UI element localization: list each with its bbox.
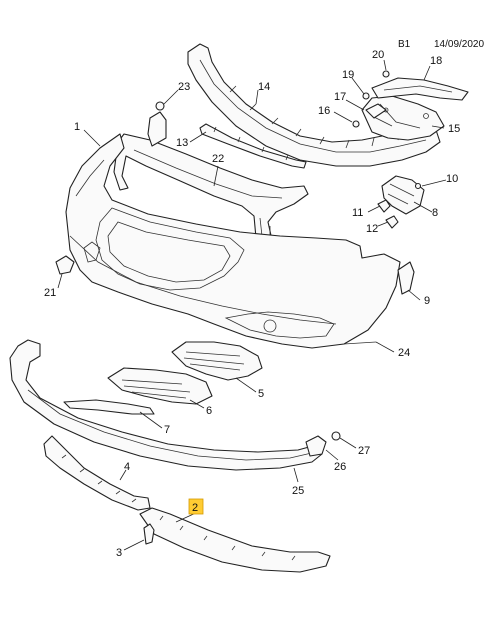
callout-1[interactable]: 1 (74, 121, 80, 133)
part-side-clip-9[interactable] (397, 261, 415, 295)
callout-24[interactable]: 24 (398, 347, 410, 359)
diagram-code: B1 (398, 39, 411, 50)
part-bracket-18[interactable] (371, 77, 469, 101)
callout-26[interactable]: 26 (334, 461, 346, 473)
callout-7[interactable]: 7 (164, 424, 170, 436)
callout-2[interactable]: 2 (192, 502, 198, 514)
callout-16[interactable]: 16 (318, 105, 330, 117)
part-strip-7[interactable] (63, 399, 155, 415)
fastener-19[interactable] (362, 92, 370, 100)
part-lower-valance-25[interactable] (9, 339, 323, 471)
part-bumper-cover[interactable] (65, 133, 401, 349)
diagram-date: 14/09/2020 (434, 39, 484, 50)
part-clip-17[interactable] (365, 103, 387, 119)
part-bumper-lower-edge-24[interactable] (343, 341, 377, 345)
part-clip-26[interactable] (305, 435, 327, 457)
fastener-20[interactable] (382, 70, 390, 78)
callout-13[interactable]: 13 (176, 137, 188, 149)
callout-4[interactable]: 4 (124, 461, 130, 473)
callout-6[interactable]: 6 (206, 405, 212, 417)
callout-19[interactable]: 19 (342, 69, 354, 81)
callout-21[interactable]: 21 (44, 287, 56, 299)
callout-17[interactable]: 17 (334, 91, 346, 103)
fastener-3[interactable] (143, 523, 155, 545)
part-clip-23[interactable] (147, 101, 167, 147)
part-fog-grille-6[interactable] (107, 367, 213, 405)
callout-3[interactable]: 3 (116, 547, 122, 559)
callout-11[interactable]: 11 (352, 207, 363, 219)
fastener-10[interactable] (414, 182, 422, 190)
leader-lines (57, 59, 447, 551)
callout-5[interactable]: 5 (258, 388, 264, 400)
part-fog-grille-5[interactable] (171, 341, 263, 381)
callout-27[interactable]: 27 (358, 445, 370, 457)
callout-18[interactable]: 18 (430, 55, 442, 67)
part-clip-11[interactable] (377, 199, 391, 213)
callout-14[interactable]: 14 (258, 81, 270, 93)
fastener-27[interactable] (331, 431, 341, 441)
part-clip-12[interactable] (385, 215, 399, 229)
callout-2-highlight (188, 498, 204, 515)
callout-22[interactable]: 22 (212, 153, 224, 165)
callout-15[interactable]: 15 (448, 123, 460, 135)
part-cap-21[interactable] (55, 255, 75, 275)
callout-12[interactable]: 12 (366, 223, 378, 235)
callout-25[interactable]: 25 (292, 485, 304, 497)
callout-8[interactable]: 8 (432, 207, 438, 219)
callout-20[interactable]: 20 (372, 49, 384, 61)
part-lower-trim-4[interactable] (43, 435, 151, 511)
callout-9[interactable]: 9 (424, 295, 430, 307)
part-grille-support-13[interactable] (199, 123, 307, 169)
fastener-16[interactable] (352, 120, 360, 128)
callout-23[interactable]: 23 (178, 81, 190, 93)
part-spoiler-lip-2[interactable] (139, 507, 331, 573)
callout-10[interactable]: 10 (446, 173, 458, 185)
